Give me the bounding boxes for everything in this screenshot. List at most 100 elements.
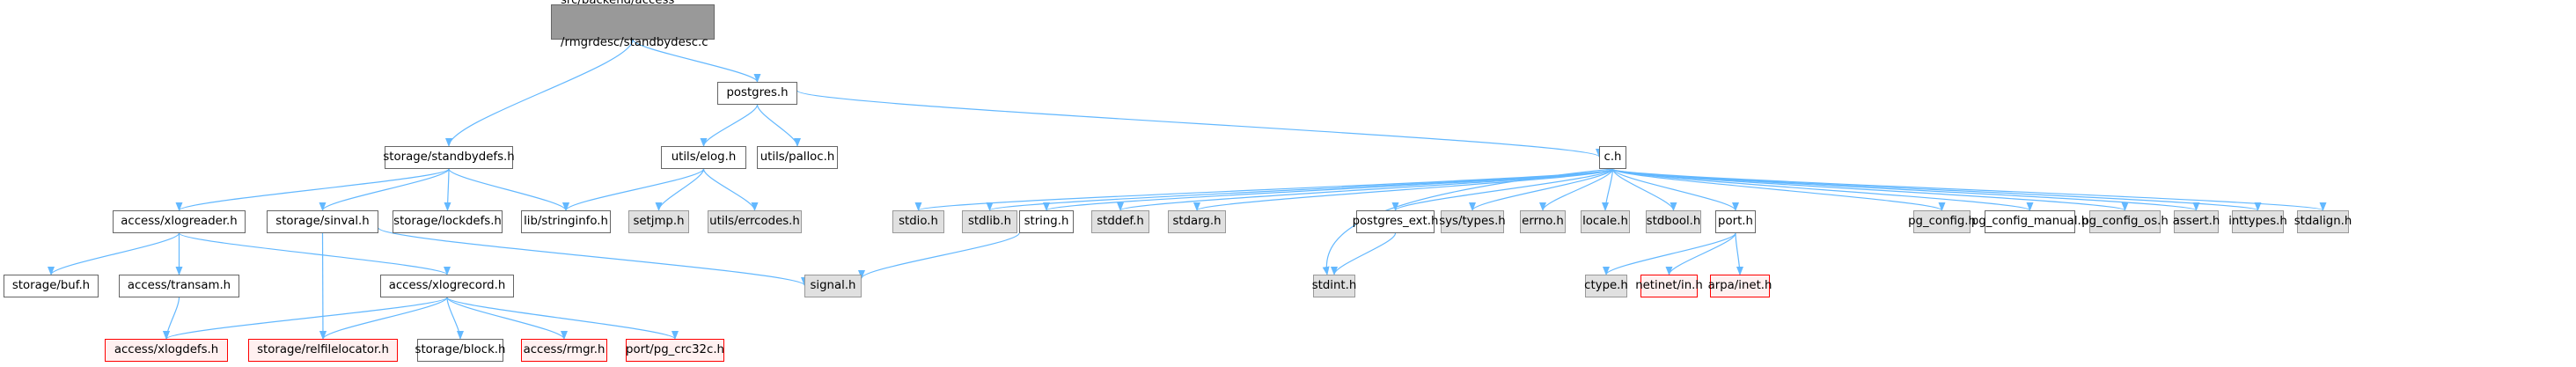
node-rmgr-h[interactable]: access/rmgr.h: [521, 339, 607, 362]
node-transam-h[interactable]: access/transam.h: [119, 275, 239, 297]
edge-elog-h-to-errcodes-h: [702, 168, 759, 211]
edge-postgres-h-to-palloc-h: [756, 104, 801, 147]
edge-c-h-to-stddef-h: [1117, 168, 1614, 211]
edge-xlogrecord-h-to-rmgr-h: [446, 297, 568, 340]
node-standbydefs-h[interactable]: storage/standbydefs.h: [383, 146, 515, 169]
node-systypes-h[interactable]: sys/types.h: [1439, 210, 1506, 233]
edge-xlogrecord-h-to-relfilelocator-h: [319, 297, 448, 340]
node-label: stdalign.h: [2293, 215, 2352, 228]
edge-c-h-to-stdbool-h: [1611, 168, 1677, 211]
node-xlogrecord-h[interactable]: access/xlogrecord.h: [380, 275, 514, 297]
node-stdio-h[interactable]: stdio.h: [892, 210, 944, 233]
edge-c-h-to-assert-h: [1611, 168, 2199, 211]
edge-port-h-to-ctype-h: [1603, 232, 1736, 275]
node-label: locale.h: [1582, 215, 1628, 228]
node-label: storage/lockdefs.h: [393, 215, 502, 228]
node-label: netinet/in.h: [1635, 279, 1703, 292]
node-ctype-h[interactable]: ctype.h: [1584, 275, 1628, 297]
node-label: postgres.h: [726, 86, 789, 99]
node-stdarg-h[interactable]: stdarg.h: [1168, 210, 1226, 233]
node-label: stdbool.h: [1646, 215, 1701, 228]
edge-c-h-to-locale-h: [1602, 168, 1614, 211]
node-label: storage/relfilelocator.h: [257, 343, 389, 356]
node-label: storage/block.h: [415, 343, 506, 356]
node-label: access/rmgr.h: [523, 343, 605, 356]
edge-c-h-to-stdlib-h: [987, 168, 1614, 211]
node-netinet-in-h[interactable]: netinet/in.h: [1635, 275, 1703, 297]
edge-standbydefs-h-to-stringinfo-h: [448, 168, 569, 211]
node-label: access/xlogrecord.h: [388, 279, 506, 292]
node-port-h[interactable]: port.h: [1715, 210, 1756, 233]
edge-c-h-to-stdarg-h: [1193, 168, 1614, 211]
edge-c-h-to-pg-config-manual-h: [1611, 168, 2034, 211]
node-setjmp-h[interactable]: setjmp.h: [628, 210, 689, 233]
edge-postgres-h-to-elog-h: [700, 104, 759, 147]
node-postgres-h[interactable]: postgres.h: [717, 82, 797, 105]
node-label: access/xlogdefs.h: [114, 343, 219, 356]
node-label: assert.h: [2172, 215, 2220, 228]
node-label: access/xlogreader.h: [121, 215, 238, 228]
edge-xlogrecord-h-to-xlogdefs-h: [163, 297, 448, 340]
edge-elog-h-to-setjmp-h: [655, 168, 705, 211]
node-postgres-ext-h[interactable]: postgres_ext.h: [1353, 210, 1438, 233]
edge-root-to-postgres-h: [632, 39, 761, 83]
node-label: stdlib.h: [967, 215, 1012, 228]
node-label: storage/standbydefs.h: [383, 150, 515, 164]
node-label: errno.h: [1522, 215, 1564, 228]
node-stdbool-h[interactable]: stdbool.h: [1646, 210, 1701, 233]
node-label: storage/sinval.h: [275, 215, 370, 228]
node-label: pg_config_manual.h: [1971, 215, 2089, 228]
root-label-line2: /rmgrdesc/standbydesc.c: [561, 36, 708, 49]
node-buf-h[interactable]: storage/buf.h: [4, 275, 99, 297]
edge-sinval-h-to-signal-h: [378, 227, 808, 286]
node-inttypes-h[interactable]: inttypes.h: [2228, 210, 2287, 233]
node-pg-crc32c-h[interactable]: port/pg_crc32c.h: [626, 339, 724, 362]
edge-xlogrecord-h-to-pg-crc32c-h: [446, 297, 679, 340]
node-errno-h[interactable]: errno.h: [1520, 210, 1566, 233]
node-label: ctype.h: [1584, 279, 1628, 292]
node-signal-h[interactable]: signal.h: [804, 275, 862, 297]
node-pg-config-h[interactable]: pg_config.h: [1908, 210, 1976, 233]
node-stddef-h[interactable]: stddef.h: [1091, 210, 1149, 233]
node-assert-h[interactable]: assert.h: [2172, 210, 2220, 233]
node-stdalign-h[interactable]: stdalign.h: [2293, 210, 2352, 233]
node-lockdefs-h[interactable]: storage/lockdefs.h: [393, 210, 503, 233]
edge-sinval-h-to-relfilelocator-h: [319, 232, 327, 340]
edge-c-h-to-postgres-ext-h: [1391, 168, 1614, 211]
edge-c-h-to-inttypes-h: [1611, 168, 2261, 211]
node-xlogdefs-h[interactable]: access/xlogdefs.h: [105, 339, 228, 362]
node-pg-config-os-h[interactable]: pg_config_os.h: [2081, 210, 2169, 233]
edge-c-h-to-port-h: [1611, 168, 1739, 211]
node-errcodes-h[interactable]: utils/errcodes.h: [708, 210, 802, 233]
node-label: arpa/inet.h: [1707, 279, 1772, 292]
node-string-h[interactable]: string.h: [1019, 210, 1074, 233]
node-arpa-inet-h[interactable]: arpa/inet.h: [1707, 275, 1772, 297]
node-block-h[interactable]: storage/block.h: [415, 339, 506, 362]
edge-xlogreader-h-to-xlogrecord-h: [178, 232, 451, 275]
root-label-line1: src/backend/access: [561, 0, 675, 7]
node-relfilelocator-h[interactable]: storage/relfilelocator.h: [248, 339, 398, 362]
edge-c-h-to-stdalign-h: [1611, 168, 2326, 211]
node-sinval-h[interactable]: storage/sinval.h: [267, 210, 378, 233]
edge-standbydefs-h-to-lockdefs-h: [444, 168, 451, 211]
node-label: signal.h: [810, 279, 856, 292]
edge-string-h-to-signal-h: [858, 232, 1020, 279]
node-label: utils/elog.h: [671, 150, 737, 164]
node-stdlib-h[interactable]: stdlib.h: [962, 210, 1017, 233]
node-stringinfo-h[interactable]: lib/stringinfo.h: [521, 210, 611, 233]
node-elog-h[interactable]: utils/elog.h: [661, 146, 746, 169]
edge-c-h-to-stdio-h: [915, 168, 1614, 211]
node-label: lib/stringinfo.h: [524, 215, 608, 228]
node-locale-h[interactable]: locale.h: [1581, 210, 1630, 233]
node-root-file[interactable]: src/backend/access /rmgrdesc/standbydesc…: [551, 0, 715, 49]
node-c-h[interactable]: c.h: [1599, 146, 1626, 169]
node-palloc-h[interactable]: utils/palloc.h: [757, 146, 838, 169]
node-label: stdio.h: [899, 215, 938, 228]
edge-transam-h-to-xlogdefs-h: [163, 297, 180, 340]
node-pg-config-manual-h[interactable]: pg_config_manual.h: [1971, 210, 2088, 233]
node-stdint-h[interactable]: stdint.h: [1311, 275, 1357, 297]
node-xlogreader-h[interactable]: access/xlogreader.h: [113, 210, 246, 233]
node-label: postgres_ext.h: [1352, 215, 1439, 228]
node-label: stdint.h: [1311, 279, 1357, 292]
